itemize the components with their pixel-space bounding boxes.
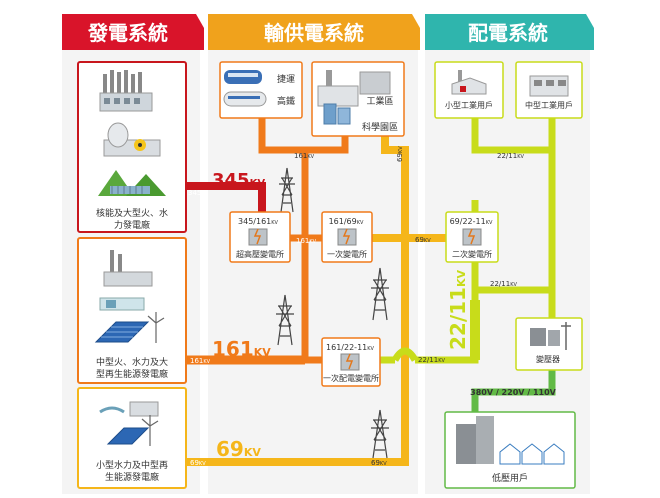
line-label-161kv-gen: 161KV bbox=[190, 357, 211, 365]
line-label-2211kv-top: 22/11KV bbox=[497, 152, 524, 160]
line-label-161kv-top: 161KV bbox=[294, 152, 315, 160]
distribution-substation-name: 一次配電變電所 bbox=[323, 373, 379, 383]
transformer-label: 變壓器 bbox=[536, 354, 560, 364]
low-voltage-user-box: 低壓用戶 bbox=[444, 411, 576, 489]
line-label-69kv-vertical: 69KV bbox=[396, 146, 404, 162]
primary-substation: 161/69KV 一次變電所 bbox=[321, 211, 373, 263]
rail-user-box: 捷運 高鐵 bbox=[219, 61, 303, 119]
generation-box-medium: 中型火、水力及大 型再生能源發電廠 bbox=[77, 237, 187, 384]
substation-icon bbox=[337, 228, 357, 246]
secondary-substation: 69/22-11KV 二次變電所 bbox=[445, 211, 499, 263]
line-label-2211kv-secondary: 22/11KV bbox=[490, 280, 517, 288]
line-345kv bbox=[185, 182, 266, 212]
generation-box-medium-label-1: 中型火、水力及大 bbox=[96, 356, 168, 368]
voltage-label-345kv: 345KV bbox=[212, 170, 265, 191]
generation-box-large-label-1: 核能及大型火、水 bbox=[96, 207, 168, 219]
solar-panel-icon bbox=[106, 427, 150, 445]
transmission-header: 輸供電系統 bbox=[208, 14, 420, 50]
line-label-2211kv-out: 22/11KV bbox=[418, 356, 445, 364]
secondary-substation-name: 二次變電所 bbox=[452, 249, 492, 259]
line-label-69kv-gen: 69KV bbox=[190, 459, 206, 467]
rail-label-hsr: 高鐵 bbox=[277, 95, 295, 107]
substation-icon bbox=[340, 353, 360, 371]
line-69kv bbox=[185, 116, 409, 466]
generation-box-medium-label-2: 型再生能源發電廠 bbox=[96, 368, 168, 380]
generation-box-small-label-2: 生能源發電廠 bbox=[105, 471, 159, 483]
mid-factory-icon bbox=[529, 75, 569, 97]
line-label-69kv-link: 69KV bbox=[415, 236, 431, 244]
generation-box-large: 核能及大型火、水 力發電廠 bbox=[77, 61, 187, 233]
line-label-345kv: 345KV bbox=[188, 189, 209, 197]
house-icon bbox=[499, 443, 565, 465]
small-industrial-user-label: 小型工業用戶 bbox=[445, 100, 493, 110]
substation-icon bbox=[248, 228, 268, 246]
hydro-dam-icon bbox=[98, 170, 166, 196]
solar-panel-icon bbox=[94, 321, 150, 343]
train-icon bbox=[223, 70, 267, 107]
line-label-69kv-bottom: 69KV bbox=[371, 459, 387, 467]
distribution-header: 配電系統 bbox=[425, 14, 594, 50]
generation-box-large-label-2: 力發電廠 bbox=[114, 219, 150, 231]
small-factory-icon bbox=[451, 70, 487, 95]
distribution-substation: 161/22-11KV 一次配電變電所 bbox=[321, 337, 381, 387]
generation-header-title: 發電系統 bbox=[87, 21, 168, 45]
voltage-label-69kv: 69KV bbox=[216, 437, 261, 461]
transmission-header-title: 輸供電系統 bbox=[264, 21, 364, 45]
transformer-icon bbox=[530, 322, 571, 350]
small-hydro-icon bbox=[99, 401, 159, 417]
primary-substation-ratio: 161/69KV bbox=[329, 217, 364, 226]
industry-building-icon bbox=[317, 70, 391, 125]
apartment-icon bbox=[456, 416, 494, 464]
tower-icon bbox=[279, 167, 295, 213]
generation-header: 發電系統 bbox=[62, 14, 204, 50]
ehv-substation: 345/161KV 超高壓變電所 bbox=[229, 211, 291, 263]
transformer-box: 變壓器 bbox=[515, 317, 583, 371]
wind-turbine-icon bbox=[147, 312, 165, 343]
mid-industrial-user-label: 中型工業用戶 bbox=[525, 100, 573, 110]
ehv-substation-ratio: 345/161KV bbox=[238, 217, 279, 226]
tower-icon bbox=[371, 409, 389, 459]
industrial-user-box: 工業區 科學園區 bbox=[311, 61, 405, 137]
low-voltage-user-label: 低壓用戶 bbox=[492, 472, 528, 484]
line-low-voltage bbox=[471, 370, 556, 412]
rail-label-mrt: 捷運 bbox=[277, 73, 295, 85]
primary-substation-name: 一次變電所 bbox=[327, 249, 367, 259]
industry-label-industrial-zone: 工業區 bbox=[366, 95, 393, 107]
small-industrial-user-box: 小型工業用戶 bbox=[434, 61, 504, 119]
generation-box-small: 小型水力及中型再 生能源發電廠 bbox=[77, 387, 187, 489]
distribution-header-title: 配電系統 bbox=[468, 21, 548, 45]
wind-turbine-icon bbox=[141, 415, 159, 446]
secondary-substation-ratio: 69/22-11KV bbox=[450, 217, 493, 226]
industry-label-science-park: 科學園區 bbox=[362, 121, 398, 133]
nuclear-plant-icon bbox=[103, 122, 161, 157]
factory-icon bbox=[99, 70, 153, 112]
voltage-label-2211kv: 22/11KV bbox=[446, 270, 470, 350]
low-voltage-label: 380V / 220V / 110V bbox=[470, 388, 556, 397]
line-label-161kv-link: 161KV bbox=[296, 237, 317, 245]
tower-icon bbox=[371, 267, 389, 321]
distribution-substation-ratio: 161/22-11KV bbox=[326, 343, 374, 352]
voltage-label-161kv: 161KV bbox=[212, 337, 271, 361]
mid-industrial-user-box: 中型工業用戶 bbox=[515, 61, 583, 119]
thermal-plant-icon bbox=[103, 250, 153, 287]
substation-icon bbox=[462, 228, 482, 246]
generation-box-small-label-1: 小型水力及中型再 bbox=[96, 459, 168, 471]
ehv-substation-name: 超高壓變電所 bbox=[236, 249, 284, 259]
line-2211kv-top bbox=[471, 116, 556, 154]
tower-icon bbox=[276, 294, 294, 346]
hydro-plant-icon bbox=[99, 297, 145, 311]
line-2211kv-hop bbox=[391, 347, 419, 362]
